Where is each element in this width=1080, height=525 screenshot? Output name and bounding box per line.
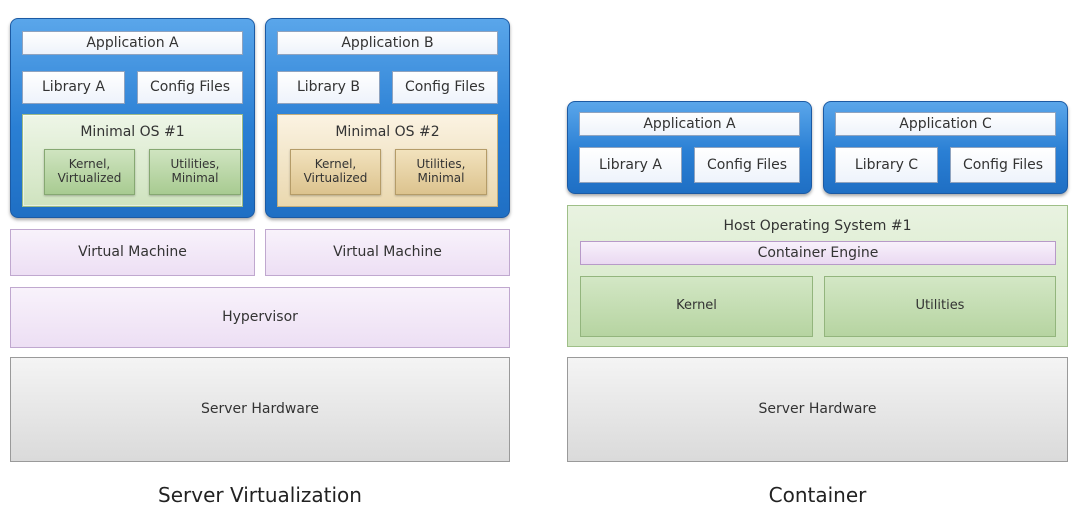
library-a-box: Library A (579, 147, 682, 183)
application-c-box: Application C (835, 112, 1056, 136)
hypervisor-layer: Hypervisor (10, 287, 510, 348)
library-b-box: Library B (277, 71, 380, 104)
virtual-machine-b: Virtual Machine (265, 229, 510, 276)
vm-stack-a-panel: Application A Library A Config Files Min… (10, 18, 255, 218)
kernel-box: Kernel (580, 276, 813, 337)
config-files-box: Config Files (694, 147, 800, 183)
config-files-box: Config Files (137, 71, 243, 104)
minimal-os-2-title: Minimal OS #2 (335, 123, 440, 140)
kernel-virtualized-box: Kernel, Virtualized (290, 149, 381, 195)
minimal-os-2: Minimal OS #2 Kernel, Virtualized Utilit… (277, 114, 498, 207)
utilities-minimal-box: Utilities, Minimal (395, 149, 487, 195)
server-hardware-layer: Server Hardware (567, 357, 1068, 462)
virtual-machine-a: Virtual Machine (10, 229, 255, 276)
container-diagram: Application A Library A Config Files App… (540, 0, 1080, 525)
library-a-box: Library A (22, 71, 125, 104)
server-hardware-layer: Server Hardware (10, 357, 510, 462)
application-a-box: Application A (22, 31, 243, 55)
host-operating-system: Host Operating System #1 Container Engin… (567, 205, 1068, 347)
library-c-box: Library C (835, 147, 938, 183)
kernel-virtualized-box: Kernel, Virtualized (44, 149, 135, 195)
server-virtualization-diagram: Application A Library A Config Files Min… (10, 18, 510, 507)
server-virtualization-caption: Server Virtualization (158, 482, 362, 507)
config-files-box: Config Files (950, 147, 1056, 183)
application-b-box: Application B (277, 31, 498, 55)
utilities-minimal-box: Utilities, Minimal (149, 149, 241, 195)
host-os-title: Host Operating System #1 (723, 217, 912, 234)
container-stack-a-panel: Application A Library A Config Files (567, 101, 812, 194)
config-files-box: Config Files (392, 71, 498, 104)
minimal-os-1-title: Minimal OS #1 (80, 123, 185, 140)
application-a-box: Application A (579, 112, 800, 136)
container-caption: Container (768, 482, 867, 507)
utilities-box: Utilities (824, 276, 1056, 337)
vm-stack-b-panel: Application B Library B Config Files Min… (265, 18, 510, 218)
container-engine-bar: Container Engine (580, 241, 1056, 265)
container-stack-c-panel: Application C Library C Config Files (823, 101, 1068, 194)
minimal-os-1: Minimal OS #1 Kernel, Virtualized Utilit… (22, 114, 243, 207)
